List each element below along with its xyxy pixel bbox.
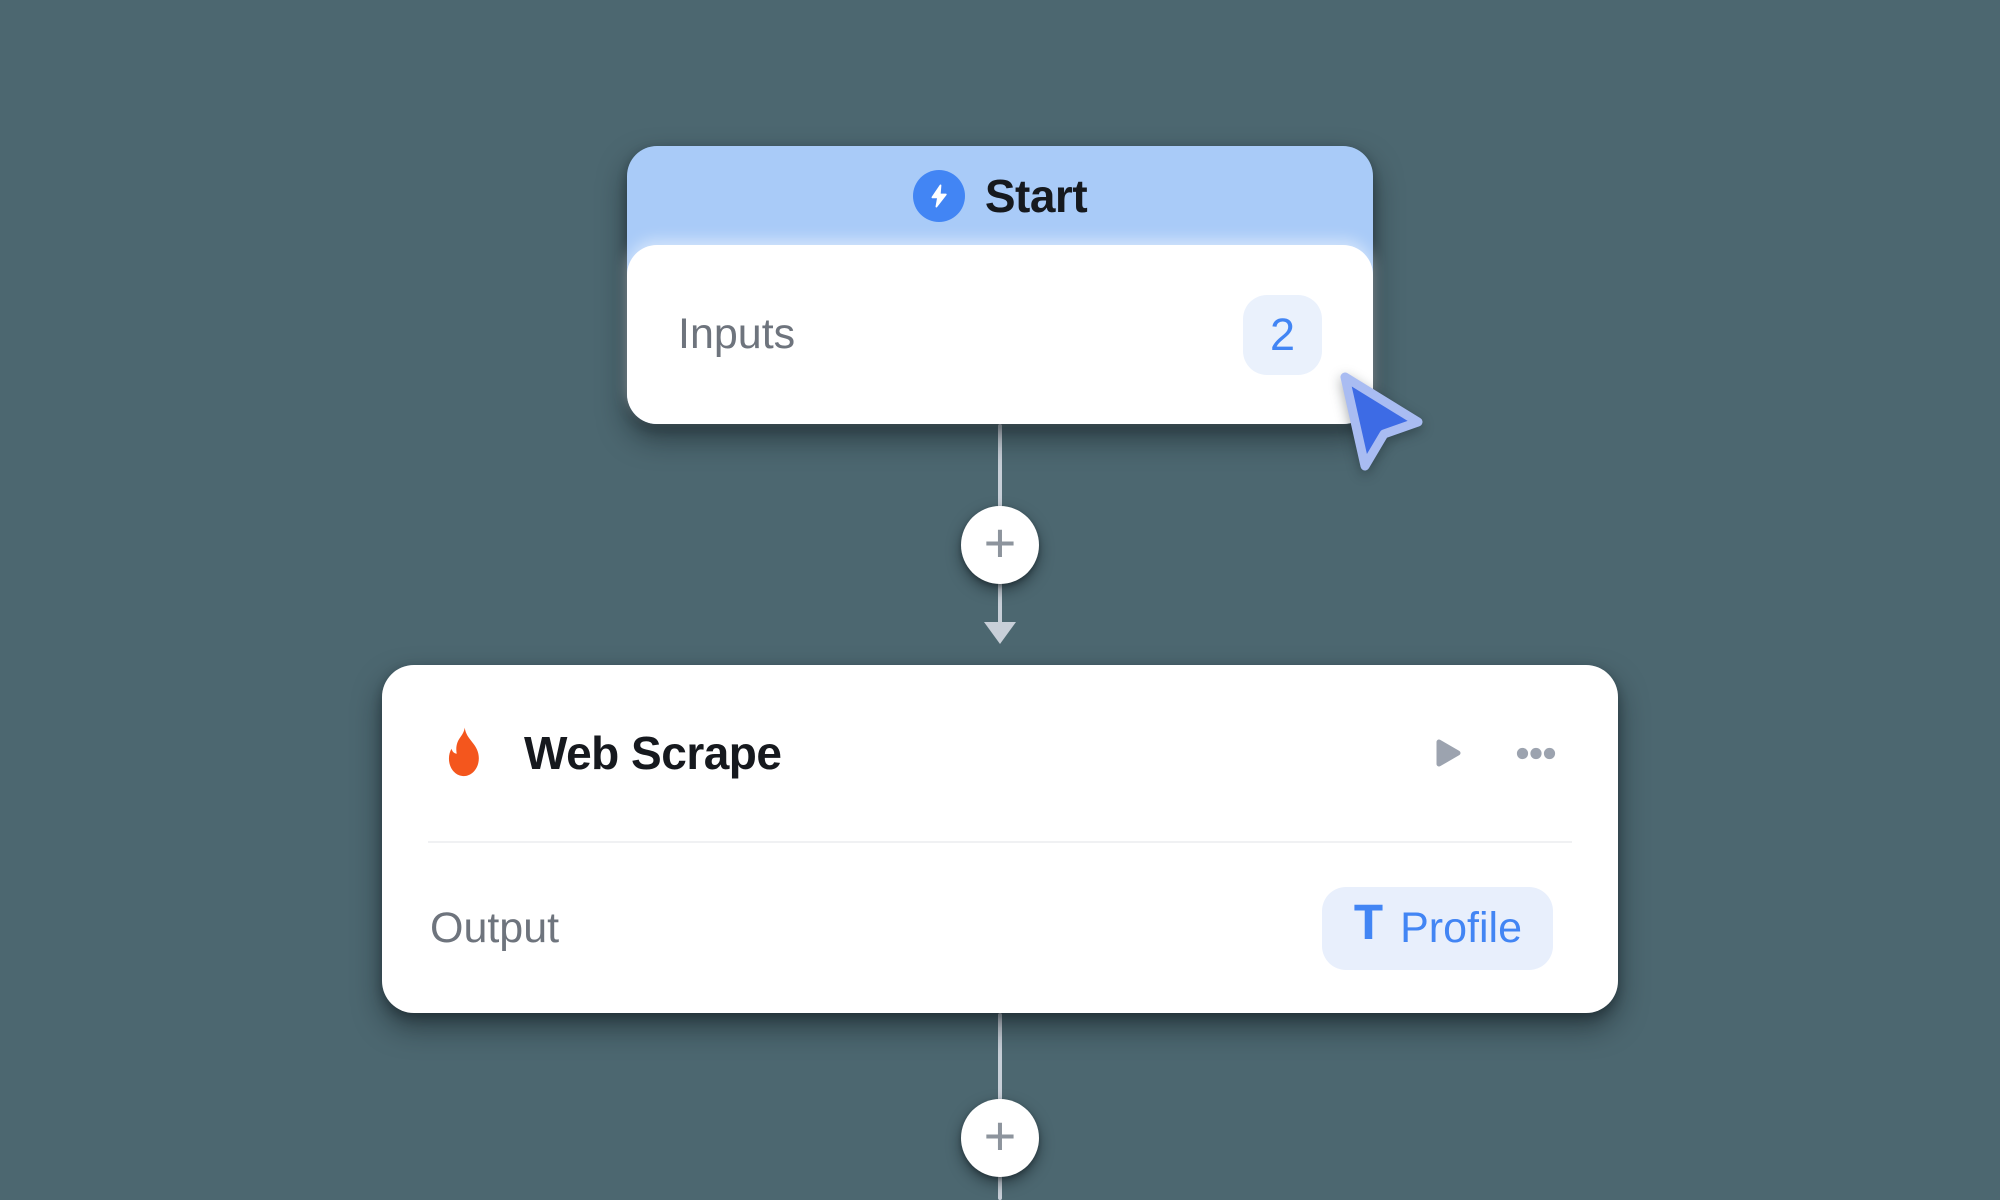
arrow-down-icon — [984, 622, 1016, 644]
add-node-button-top[interactable]: + — [961, 506, 1039, 584]
web-scrape-header: Web Scrape — [382, 665, 1618, 841]
web-scrape-title: Web Scrape — [524, 727, 782, 779]
output-label: Output — [430, 903, 560, 952]
plus-icon: + — [983, 511, 1017, 574]
run-button[interactable] — [1432, 735, 1464, 771]
ellipsis-icon — [1516, 747, 1556, 759]
lightning-bolt-icon — [912, 169, 965, 222]
inputs-count-badge[interactable]: 2 — [1243, 294, 1322, 375]
start-node[interactable]: Start Inputs 2 — [627, 146, 1373, 424]
text-type-icon: T — [1352, 896, 1385, 955]
add-node-button-bottom[interactable]: + — [961, 1099, 1039, 1177]
start-node-body: Inputs 2 — [627, 245, 1373, 424]
output-profile-chip[interactable]: T Profile — [1321, 886, 1553, 970]
start-node-header: Start — [627, 146, 1373, 245]
web-scrape-body: Output T Profile — [382, 843, 1618, 1013]
node-divider — [428, 841, 1572, 843]
plus-icon: + — [983, 1104, 1017, 1167]
web-scrape-node[interactable]: Web Scrape Output T Profile — [382, 665, 1618, 1013]
start-node-title: Start — [984, 169, 1088, 222]
inputs-label: Inputs — [678, 310, 796, 358]
play-icon — [1436, 739, 1461, 767]
flame-icon — [444, 726, 484, 781]
more-options-button[interactable] — [1516, 747, 1556, 760]
profile-chip-label: Profile — [1400, 903, 1522, 952]
